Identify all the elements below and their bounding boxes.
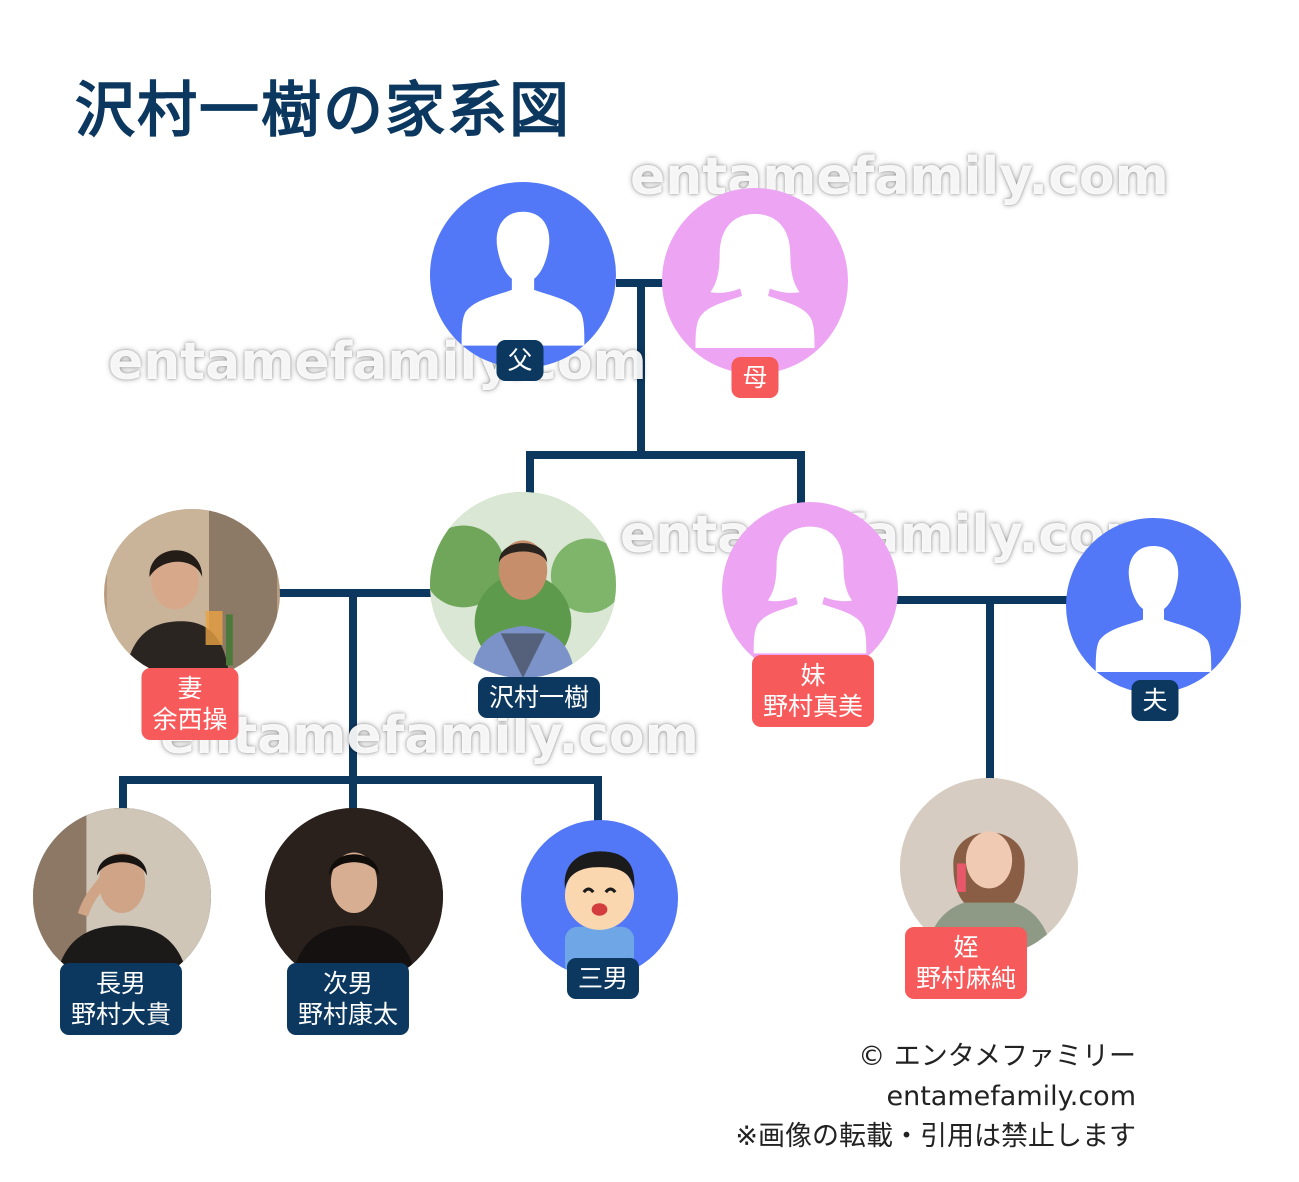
male-silhouette-icon: [430, 182, 616, 368]
label-wife: 妻 余西操: [141, 668, 239, 740]
credit-line-3: ※画像の転載・引用は禁止します: [735, 1121, 1136, 1152]
boy-illustration-icon: [521, 820, 678, 977]
label-husband: 夫: [1131, 680, 1179, 721]
label-kazuki: 沢村一樹: [477, 677, 601, 718]
label-son3: 三男: [566, 958, 640, 999]
label-son1: 長男 野村大貴: [59, 963, 183, 1035]
female-silhouette-icon: [722, 502, 898, 678]
niece-photo: [900, 778, 1078, 956]
label-mother: 母: [731, 357, 779, 398]
son1-photo: [33, 808, 211, 986]
son2-photo: [265, 808, 443, 986]
page-title: 沢村一樹の家系図: [75, 76, 571, 146]
label-sister: 妹 野村真美: [751, 655, 875, 727]
credit-line-1: © エンタメファミリー: [858, 1041, 1136, 1072]
kazuki-photo: [430, 492, 616, 678]
male-silhouette-icon: [1066, 518, 1241, 693]
label-niece: 姪 野村麻純: [904, 927, 1028, 999]
female-silhouette-icon: [662, 188, 848, 374]
wife-photo: [104, 509, 280, 679]
label-son2: 次男 野村康太: [286, 963, 410, 1035]
copyright-credit: © エンタメファミリー entamefamily.com ※画像の転載・引用は禁…: [735, 1037, 1136, 1157]
credit-line-2: entamefamily.com: [886, 1081, 1137, 1112]
label-father: 父: [496, 340, 544, 381]
